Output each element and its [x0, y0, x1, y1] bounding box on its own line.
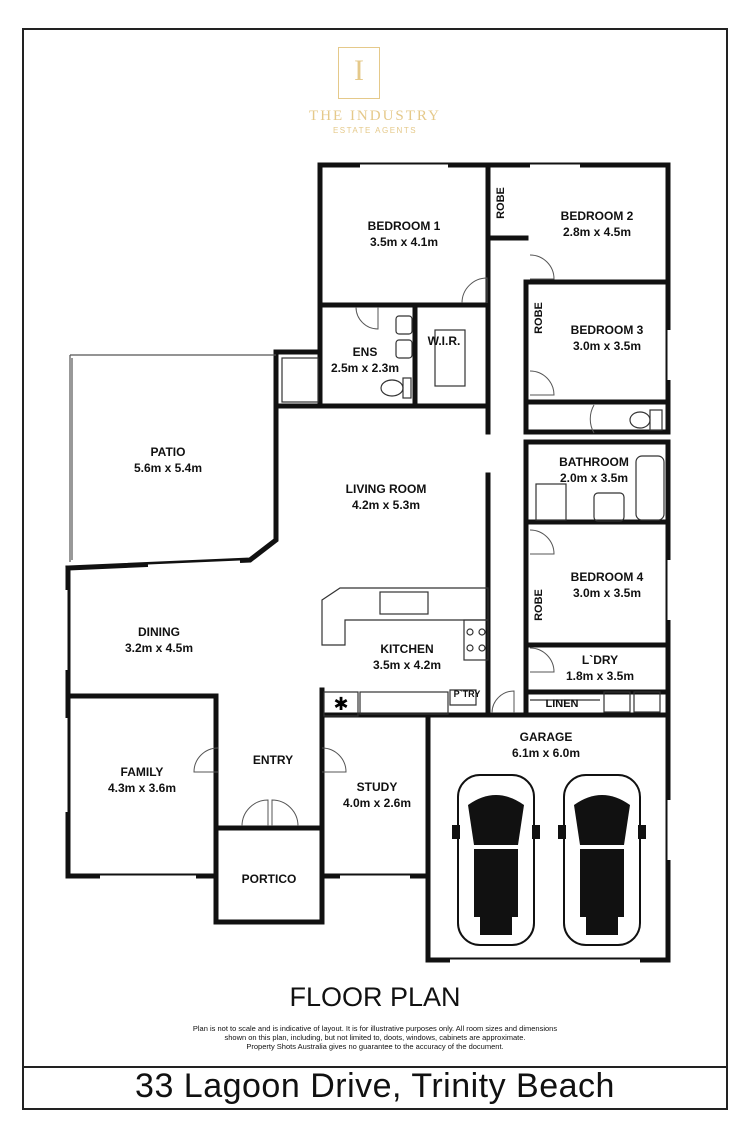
- room-name: W.I.R.: [427, 334, 461, 348]
- plan-title: FLOOR PLAN: [289, 982, 461, 1012]
- room-ens: ENS 2.5m x 2.3m: [331, 344, 399, 376]
- footer-divider: [22, 1066, 728, 1068]
- room-name: LINEN: [545, 698, 579, 710]
- room-family: FAMILY 4.3m x 3.6m: [108, 764, 176, 796]
- room-robe-1: ROBE: [495, 187, 507, 219]
- fixtures: [281, 315, 665, 717]
- room-size: 3.5m x 4.2m: [372, 658, 442, 672]
- room-living: LIVING ROOM 4.2m x 5.3m: [346, 481, 427, 513]
- room-size: 2.5m x 2.3m: [330, 361, 400, 375]
- room-name: BEDROOM 4: [570, 570, 644, 584]
- room-robe-3: ROBE: [533, 589, 545, 621]
- room-name: BEDROOM 2: [560, 209, 634, 223]
- logo-letter: I: [354, 54, 364, 87]
- room-name: DINING: [137, 625, 180, 639]
- page-border: [22, 28, 728, 1110]
- room-size: 3.0m x 3.5m: [572, 586, 642, 600]
- logo-emblem: I: [338, 47, 380, 99]
- room-name: PORTICO: [241, 872, 297, 886]
- fan-symbol-icon: ✱: [333, 694, 348, 714]
- room-name: STUDY: [356, 780, 398, 794]
- room-bedroom-3: BEDROOM 3 3.0m x 3.5m: [571, 322, 644, 354]
- room-name: LIVING ROOM: [345, 482, 427, 496]
- room-name: PATIO: [150, 445, 186, 459]
- room-entry: ENTRY: [253, 752, 293, 768]
- room-patio: PATIO 5.6m x 5.4m: [134, 444, 202, 476]
- room-size: 4.2m x 5.3m: [351, 498, 421, 512]
- disclaimer-line-2: shown on this plan, including, but not l…: [224, 1033, 526, 1042]
- room-bathroom: BATHROOM 2.0m x 3.5m: [559, 454, 629, 486]
- room-size: 6.1m x 6.0m: [511, 746, 581, 760]
- room-garage: GARAGE 6.1m x 6.0m: [512, 729, 580, 761]
- room-kitchen: KITCHEN 3.5m x 4.2m: [373, 641, 441, 673]
- room-size: 4.3m x 3.6m: [107, 781, 177, 795]
- room-name: ENTRY: [252, 753, 294, 767]
- room-pantry: P`TRY: [454, 688, 481, 700]
- door-swings: [193, 254, 595, 827]
- logo-name: THE INDUSTRY: [309, 108, 441, 124]
- room-size: 3.5m x 4.1m: [369, 235, 439, 249]
- disclaimer: Plan is not to scale and is indicative o…: [140, 1024, 610, 1051]
- room-size: 2.8m x 4.5m: [562, 225, 632, 239]
- room-name: ENS: [352, 345, 378, 359]
- room-name: P`TRY: [453, 689, 481, 699]
- room-laundry: L`DRY 1.8m x 3.5m: [566, 652, 634, 684]
- room-linen: LINEN: [546, 697, 579, 711]
- room-size: 3.2m x 4.5m: [124, 641, 194, 655]
- room-dining: DINING 3.2m x 4.5m: [125, 624, 193, 656]
- room-size: 4.0m x 2.6m: [342, 796, 412, 810]
- room-size: 2.0m x 3.5m: [559, 471, 629, 485]
- room-name: BEDROOM 3: [570, 323, 644, 337]
- room-size: 5.6m x 5.4m: [133, 461, 203, 475]
- room-name: BATHROOM: [559, 455, 629, 469]
- outlines: [64, 164, 671, 963]
- disclaimer-line-1: Plan is not to scale and is indicative o…: [192, 1024, 558, 1033]
- room-name: FAMILY: [120, 765, 164, 779]
- room-name: BEDROOM 1: [367, 219, 441, 233]
- room-wir: W.I.R.: [428, 333, 461, 349]
- room-size: 1.8m x 3.5m: [565, 669, 635, 683]
- property-address: 33 Lagoon Drive, Trinity Beach: [135, 1067, 615, 1105]
- room-study: STUDY 4.0m x 2.6m: [343, 779, 411, 811]
- room-robe-2: ROBE: [533, 302, 545, 334]
- room-portico: PORTICO: [242, 871, 297, 887]
- room-bedroom-4: BEDROOM 4 3.0m x 3.5m: [571, 569, 644, 601]
- room-size: 3.0m x 3.5m: [572, 339, 642, 353]
- room-name: L`DRY: [581, 653, 619, 667]
- room-name: KITCHEN: [380, 642, 434, 656]
- disclaimer-line-3: Property Shots Australia gives no guaran…: [246, 1042, 504, 1051]
- room-name: GARAGE: [519, 730, 573, 744]
- garage-cars: [452, 774, 646, 946]
- logo-subtitle: ESTATE AGENTS: [332, 126, 418, 135]
- room-bedroom-1: BEDROOM 1 3.5m x 4.1m: [368, 218, 441, 250]
- room-bedroom-2: BEDROOM 2 2.8m x 4.5m: [561, 208, 634, 240]
